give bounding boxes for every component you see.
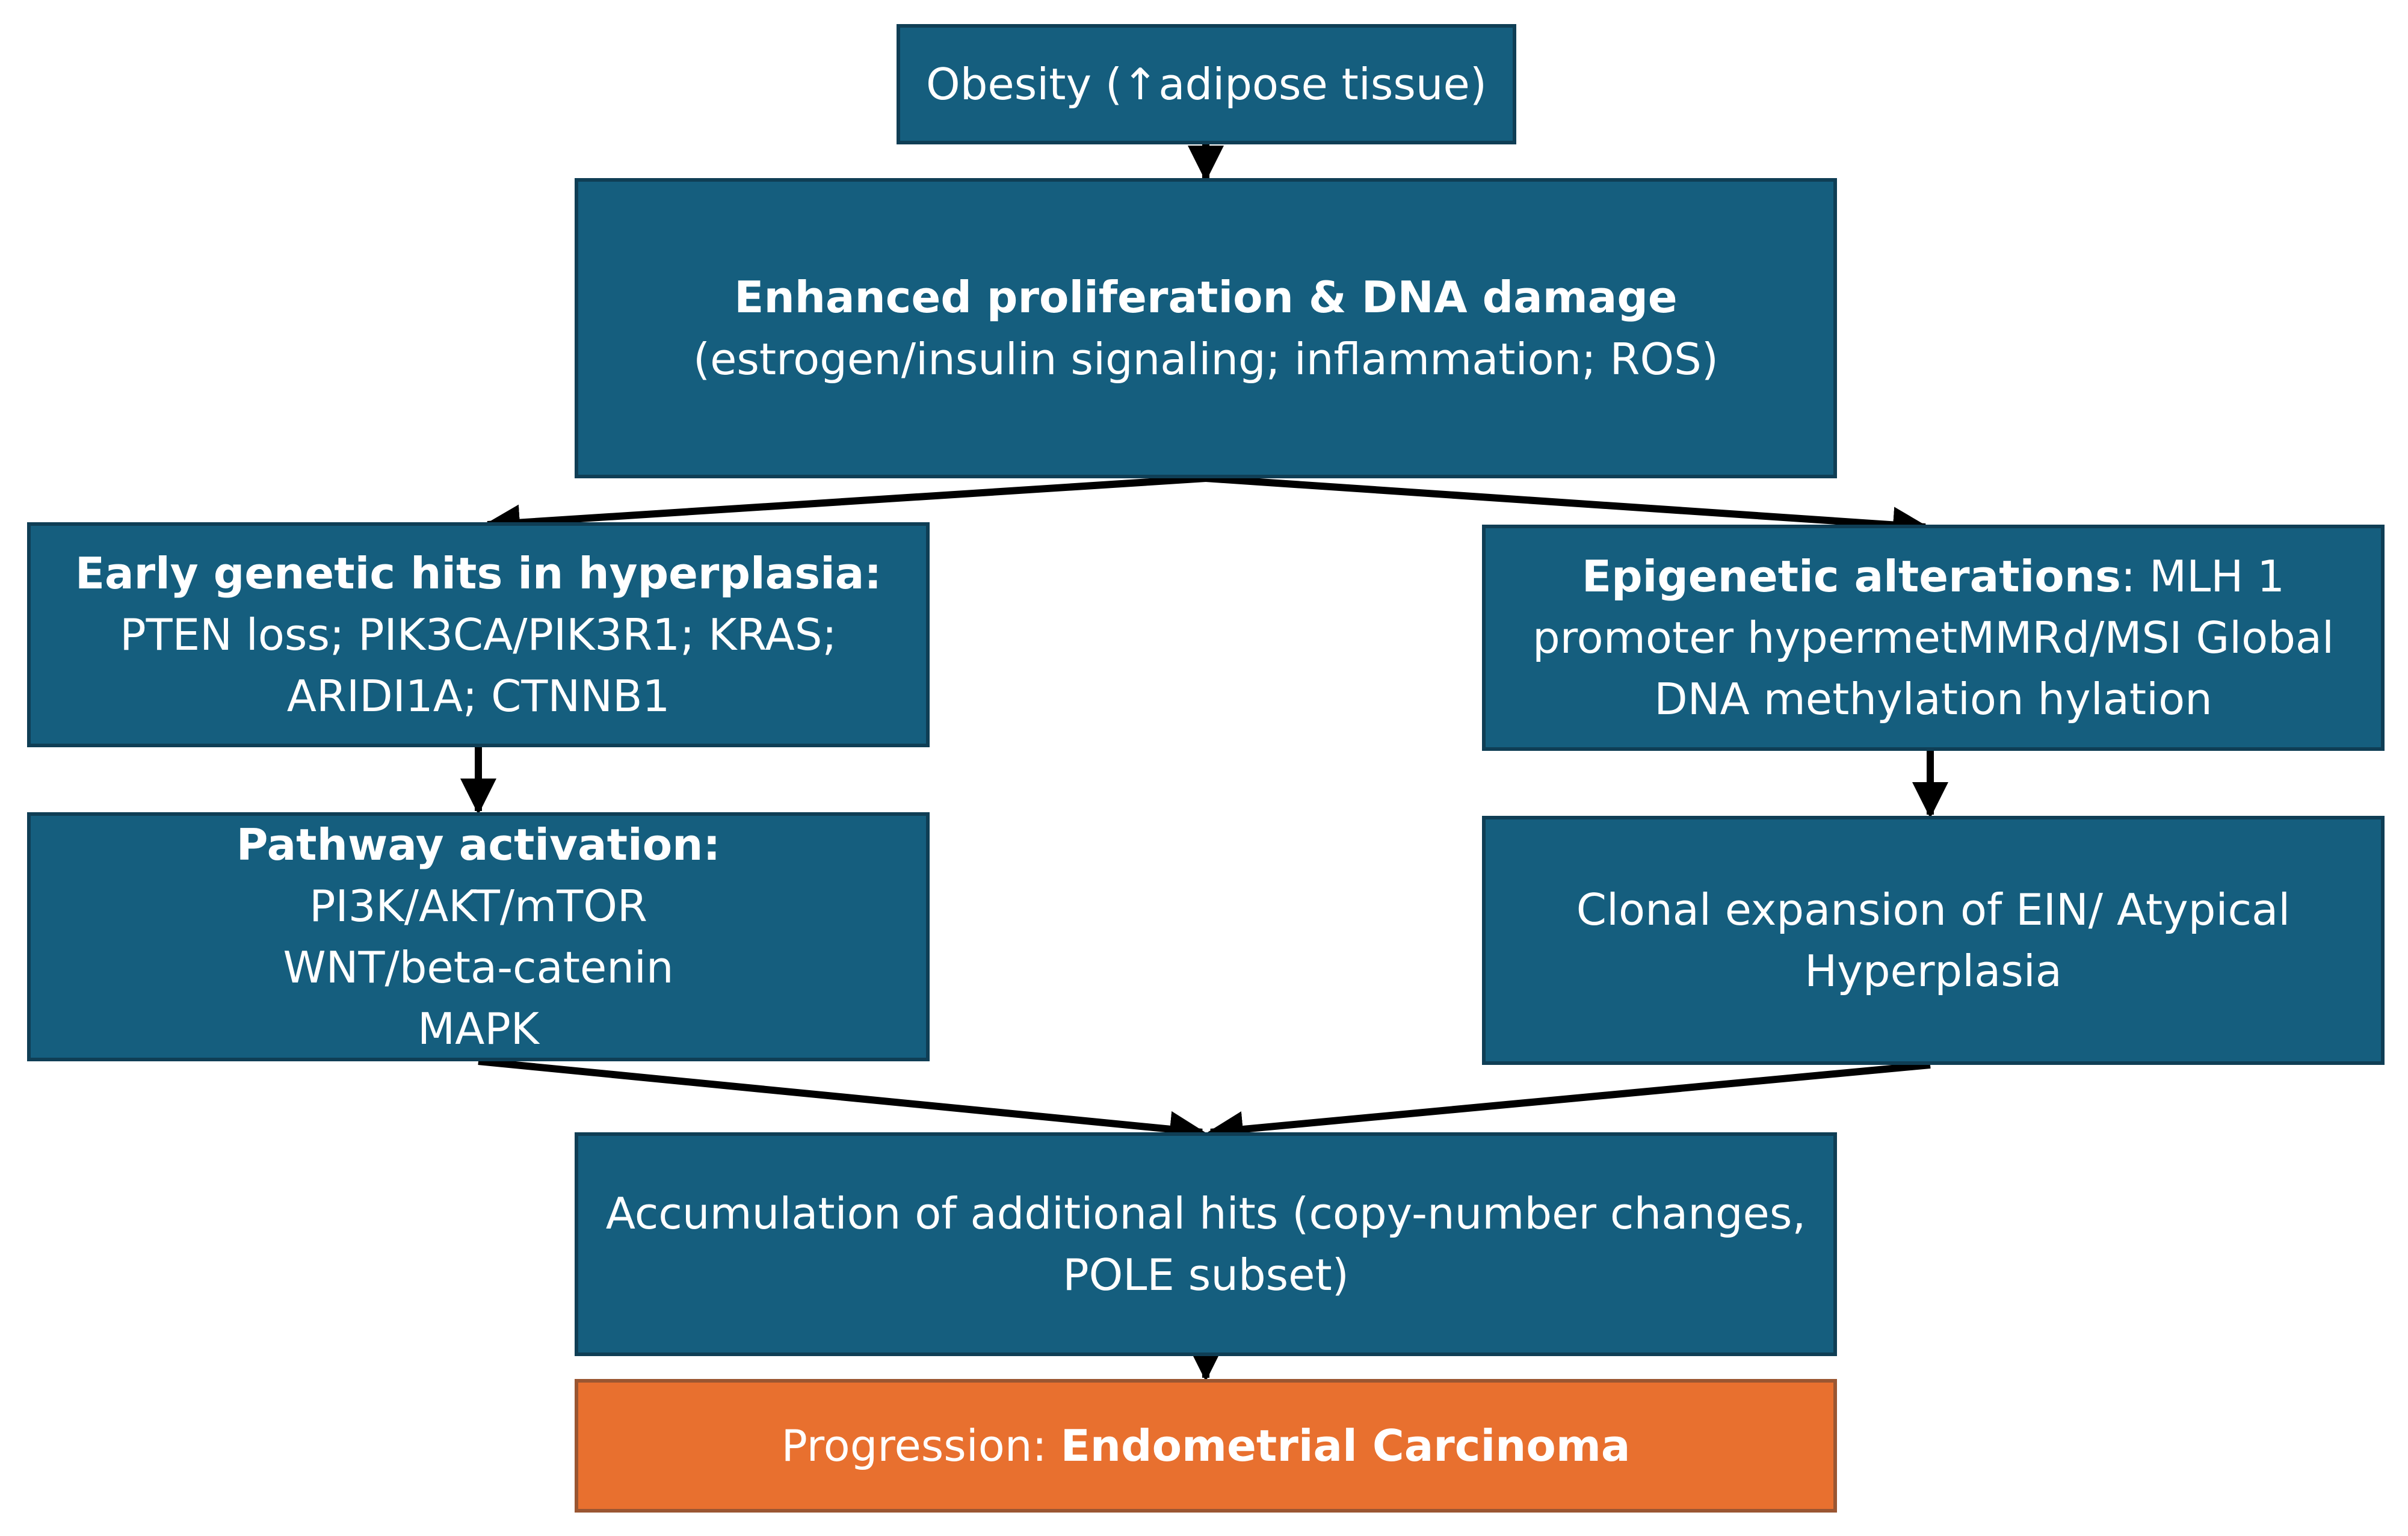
- proliferation-box: Enhanced proliferation & DNA damage (est…: [575, 178, 1837, 478]
- pathway-box: Pathway activation: PI3K/AKT/mTOR WNT/be…: [27, 812, 930, 1061]
- proliferation-title: Enhanced proliferation & DNA damage: [734, 272, 1678, 323]
- arrow-proliferation-to-epigenetic: [1205, 475, 1929, 543]
- pathway-item: PI3K/AKT/mTOR: [309, 880, 647, 931]
- epigenetic-title-line: Epigenetic alterations: MLH 1: [1582, 546, 2285, 607]
- accumulation-line-1: Accumulation of additional hits (copy-nu…: [605, 1188, 1806, 1239]
- obesity-text: Obesity (↑adipose tissue): [926, 58, 1487, 109]
- progression-emphasis: Endometrial Carcinoma: [1060, 1420, 1631, 1471]
- accumulation-box: Accumulation of additional hits (copy-nu…: [575, 1132, 1837, 1356]
- early-hits-line-2: ARIDI1A; CTNNB1: [286, 671, 670, 722]
- pathway-title: Pathway activation:: [236, 819, 721, 870]
- epigenetic-box: Epigenetic alterations: MLH 1 promoter h…: [1482, 525, 2385, 751]
- epigenetic-title: Epigenetic alterations: [1581, 551, 2121, 602]
- epigenetic-line-2: DNA methylation hylation: [1654, 674, 2212, 725]
- clonal-line-1: Clonal expansion of EIN/ Atypical: [1576, 884, 2291, 935]
- epigenetic-line-1: promoter hypermetMMRd/MSI Global: [1532, 612, 2335, 663]
- early-hits-title: Early genetic hits in hyperplasia:: [75, 547, 882, 599]
- early-hits-box: Early genetic hits in hyperplasia: PTEN …: [27, 522, 930, 747]
- pathway-item: WNT/beta-catenin: [283, 942, 674, 993]
- progression-prefix: Progression:: [781, 1420, 1061, 1471]
- progression-box: Progression: Endometrial Carcinoma: [575, 1379, 1837, 1513]
- arrow-pathway-to-accumulation: [478, 1058, 1206, 1147]
- early-hits-line-1: PTEN loss; PIK3CA/PIK3R1; KRAS;: [120, 609, 837, 660]
- obesity-box: Obesity (↑adipose tissue): [897, 24, 1516, 144]
- pathway-item: MAPK: [417, 1004, 539, 1055]
- arrow-clonal-to-accumulation: [1207, 1061, 1931, 1147]
- proliferation-detail: (estrogen/insulin signaling; inflammatio…: [693, 333, 1718, 384]
- progression-text: Progression: Endometrial Carcinoma: [782, 1415, 1631, 1476]
- epigenetic-title-rest: : MLH 1: [2120, 551, 2285, 602]
- accumulation-line-2: POLE subset): [1063, 1250, 1349, 1300]
- clonal-box: Clonal expansion of EIN/ Atypical Hyperp…: [1482, 816, 2385, 1065]
- clonal-line-2: Hyperplasia: [1804, 946, 2062, 996]
- arrow-proliferation-to-early-hits: [484, 475, 1206, 541]
